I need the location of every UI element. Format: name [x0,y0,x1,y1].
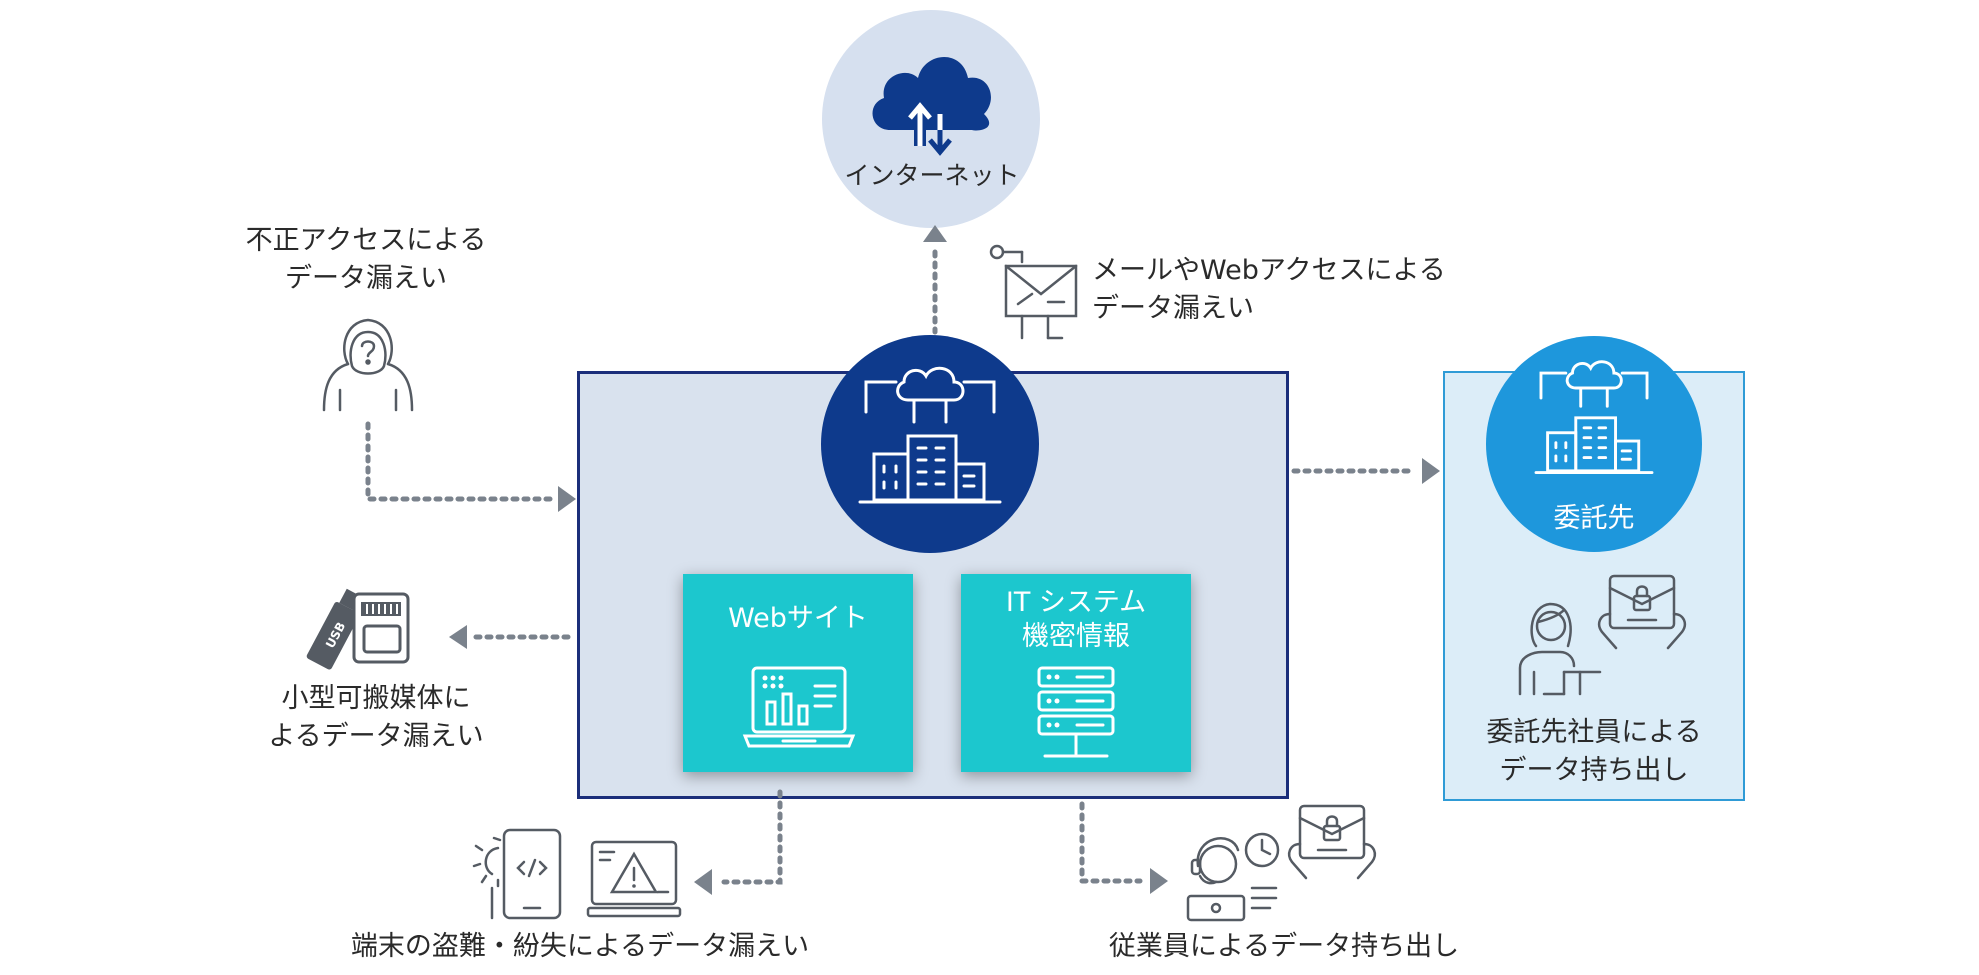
arrow-to-usb [449,625,577,649]
internet-label: インターネット [844,161,1020,190]
usb-drive-icon: USB [306,588,410,670]
removable-media-label-1: 小型可搬媒体に [281,683,471,714]
locked-tablet-icon [1288,804,1376,880]
warning-monitor-icon [586,840,682,918]
unauthorized-access-label-1: 不正アクセスによる [245,225,487,256]
contractor-tablet-icon [1598,574,1686,650]
office-worker-icon [1518,602,1602,696]
mobile-code-icon [472,828,562,920]
web-analytics-laptop-icon [742,666,856,748]
mail-web-label-1: メールやWebアクセスによる [1092,255,1446,286]
contractor-label: 委託先 [1553,503,1635,534]
contractor-takeout-label-2: データ持ち出し [1499,755,1689,786]
hooded-hacker-icon [322,318,414,412]
headset-operator-icon [1186,832,1280,922]
arrow-from-hacker [365,421,576,512]
arrow-to-contractor [1291,458,1440,484]
removable-media-label-2: よるデータ漏えい [268,721,484,752]
server-rack-icon [1037,666,1115,758]
contractor-building-icon [1534,360,1654,474]
it-system-tile: IT システム 機密情報 [961,574,1191,772]
arrow-to-employee [1079,801,1168,894]
website-tile: Webサイト [683,574,913,772]
device-theft-label: 端末の盗難・紛失によるデータ漏えい [350,931,810,962]
unauthorized-access-label-2: データ漏えい [285,263,447,294]
envelope-icon [989,244,1078,340]
mail-web-label-2: データ漏えい [1092,293,1254,324]
it-system-tile-label-1: IT システム [1005,587,1147,618]
arrow-to-device [694,789,783,895]
it-system-tile-label-2: 機密情報 [1022,621,1130,652]
cloud-building-icon [858,366,1002,504]
contractor-node [1486,336,1702,552]
employee-takeout-label: 従業員によるデータ持ち出し [1108,931,1460,962]
cloud-upload-download-icon [872,56,991,156]
arrow-to-internet [923,225,947,335]
contractor-takeout-label-1: 委託先社員による [1486,717,1702,748]
website-tile-label: Webサイト [728,603,868,634]
